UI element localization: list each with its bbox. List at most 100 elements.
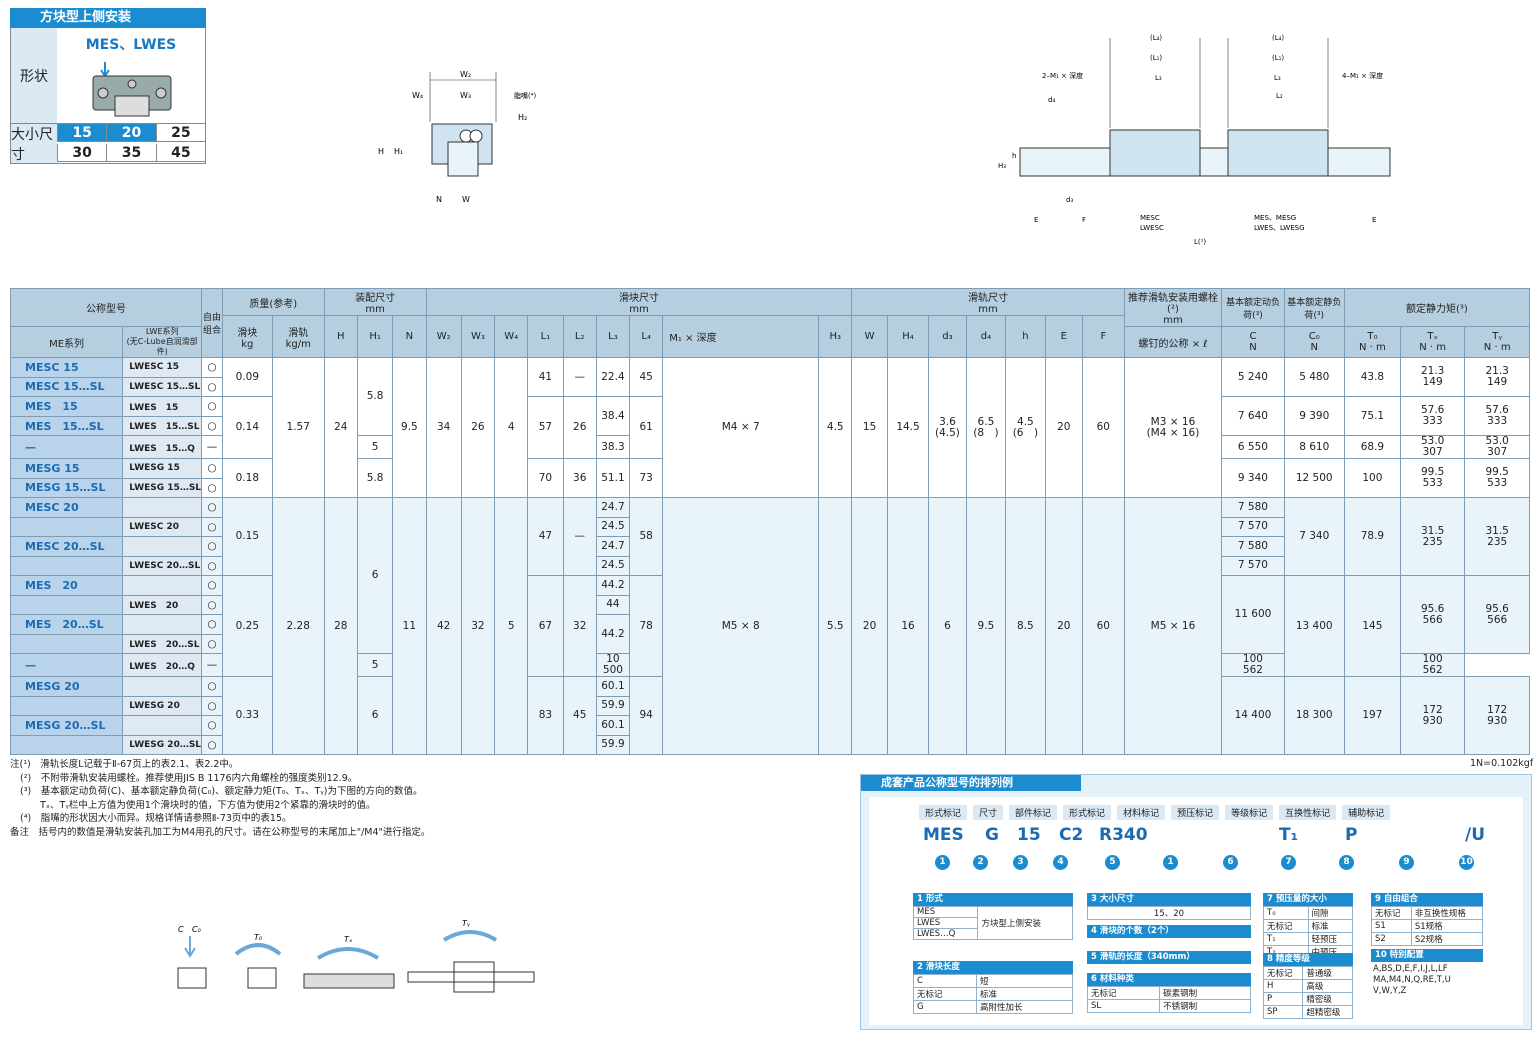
th-H1: H₁ xyxy=(356,315,394,358)
size-45: 45 xyxy=(155,143,205,162)
free-mark: ○ xyxy=(201,555,223,576)
unit-note: 1N=0.102kgf xyxy=(1470,758,1534,769)
th-W4: W₄ xyxy=(494,315,529,358)
load-ty: Tᵧ xyxy=(462,919,471,928)
num-9: 9 xyxy=(1399,855,1414,870)
model-lwe: LWES 15 xyxy=(122,396,203,417)
note-remark: 备注 括号内的数值是滑轨安装孔加工为M4用孔的尺寸。请在公称型号的末尾加上"/M… xyxy=(10,826,431,838)
mes-label: MES、MESG xyxy=(1254,214,1296,222)
th-d4: d₄ xyxy=(965,315,1007,358)
model-lwe: LWES 20 xyxy=(122,594,203,615)
free-mark: ○ xyxy=(201,676,223,697)
cell-hh: 4.5 (6 ) xyxy=(1005,357,1046,498)
model-lwe: LWESC 15 xyxy=(122,357,203,378)
dim-h2: H₂ xyxy=(518,113,527,122)
cell-L1-0: 47 xyxy=(527,497,564,576)
cell-TX-3: 172 930 xyxy=(1399,676,1466,755)
dim-h1: H₁ xyxy=(394,147,403,156)
model-me: MES 15 xyxy=(9,396,124,417)
cell-L3-0: 24.7 xyxy=(595,497,631,518)
dim-w4: W₄ xyxy=(412,91,423,100)
model-lwe: LWESG 20 xyxy=(122,695,203,716)
cell-L4-0: 58 xyxy=(629,497,664,576)
cell-H4: 14.5 xyxy=(886,357,930,498)
dim-d3: d₃ xyxy=(1066,196,1073,204)
cell-L3-11: 59.9 xyxy=(595,734,631,755)
cell-L2-0: — xyxy=(562,497,597,576)
cell-kg-2: 0.33 xyxy=(221,676,273,755)
cell-T0-0: 43.8 xyxy=(1343,357,1401,397)
cell-E: 20 xyxy=(1044,497,1084,755)
load-c: C xyxy=(178,925,184,934)
cell-kg-1: 0.14 xyxy=(221,396,273,459)
th-H4: H₄ xyxy=(886,315,930,358)
cell-L1-1: 57 xyxy=(527,396,564,459)
size-25: 25 xyxy=(155,124,205,142)
th-d3: d₃ xyxy=(928,315,967,358)
th-h: h xyxy=(1005,315,1046,358)
cell-L2-1: 26 xyxy=(562,396,597,459)
cell-bolt: M5 × 16 xyxy=(1123,497,1223,755)
cell-bolt: M3 × 16 (M4 × 16) xyxy=(1123,357,1223,498)
dim-l1-right: (L₁) xyxy=(1272,54,1284,62)
cell-TX-0: 31.5 235 xyxy=(1399,497,1466,576)
dim-l1-left: (L₁) xyxy=(1150,54,1162,62)
model-me: MES 20 xyxy=(9,575,124,596)
cell-H1-1: 5 xyxy=(356,653,394,677)
model-me: MESC 15 xyxy=(9,357,124,378)
val-c2: C2 xyxy=(1059,825,1084,845)
order-example-panel: 成套产品公称型号的排列例 形式标记 尺寸 部件标记 形式标记 材料标记 预压标记… xyxy=(860,774,1532,1030)
th-W: W xyxy=(851,315,888,358)
code-form2: 形式标记 xyxy=(1063,805,1112,820)
th-L4: L₄ xyxy=(629,315,664,358)
th-c: 基本额定动负荷(³) xyxy=(1221,288,1285,327)
box-special: 10 特别配置 A,BS,D,E,F,Ⅰ,J,L,LF MA,M4,N,Q,RE… xyxy=(1371,949,1483,999)
model-me: MESC 20 xyxy=(9,497,124,518)
dim-n: N xyxy=(436,195,442,204)
code-interchange: 互换性标记 xyxy=(1279,805,1337,820)
free-mark: — xyxy=(201,435,223,459)
cell-TX-0: 21.3 149 xyxy=(1464,357,1530,397)
side-view-drawing: (L₄) (L₁) L₃ (L₄) (L₁) L₃ L₂ 2–M₁ × 深度 4… xyxy=(998,34,1391,246)
cell-L3-3: 24.5 xyxy=(595,555,631,576)
free-mark: ○ xyxy=(201,575,223,596)
cell-L3-10: 60.1 xyxy=(595,715,631,736)
cell-W: 15 xyxy=(851,357,888,498)
cell-C-1: 7 640 xyxy=(1221,396,1285,436)
series-label: MES、LWES xyxy=(85,37,177,53)
note-3b: Tₓ、Tᵧ栏中上方值为使用1个滑块时的值，下方值为使用2个紧靠的滑块时的值。 xyxy=(40,799,376,811)
dim-d4: d₄ xyxy=(1048,96,1055,104)
dim-e-right: E xyxy=(1372,216,1376,224)
cell-L1-0: 41 xyxy=(527,357,564,397)
free-mark: ○ xyxy=(201,633,223,654)
cell-kgm: 1.57 xyxy=(271,357,325,498)
free-mark: ○ xyxy=(201,734,223,755)
cell-d3: 6 xyxy=(928,497,967,755)
free-mark: ○ xyxy=(201,516,223,537)
model-me: MES 15…SL xyxy=(9,415,124,436)
dim-h: H xyxy=(378,147,384,156)
cell-W4: 5 xyxy=(494,497,529,755)
cell-kg-0: 0.09 xyxy=(221,357,273,397)
notes: 注(¹) 滑轨长度L记载于Ⅱ-67页上的表2.1、表2.2中。 (²) 不附带滑… xyxy=(10,758,710,839)
box-grade-head: 8 精度等级 xyxy=(1263,953,1353,966)
free-mark: ○ xyxy=(201,695,223,716)
model-me xyxy=(9,594,124,615)
box-size-head: 3 大小尺寸 xyxy=(1087,893,1251,906)
model-lwe: LWES 15…SL xyxy=(122,415,203,436)
dim-w3: W₃ xyxy=(460,91,471,100)
num-3: 3 xyxy=(1013,855,1028,870)
code-grade: 等级标记 xyxy=(1225,805,1274,820)
val-p: P xyxy=(1345,825,1358,845)
model-me: MESG 15 xyxy=(9,458,124,479)
cell-L3-6: 44.2 xyxy=(595,614,631,654)
